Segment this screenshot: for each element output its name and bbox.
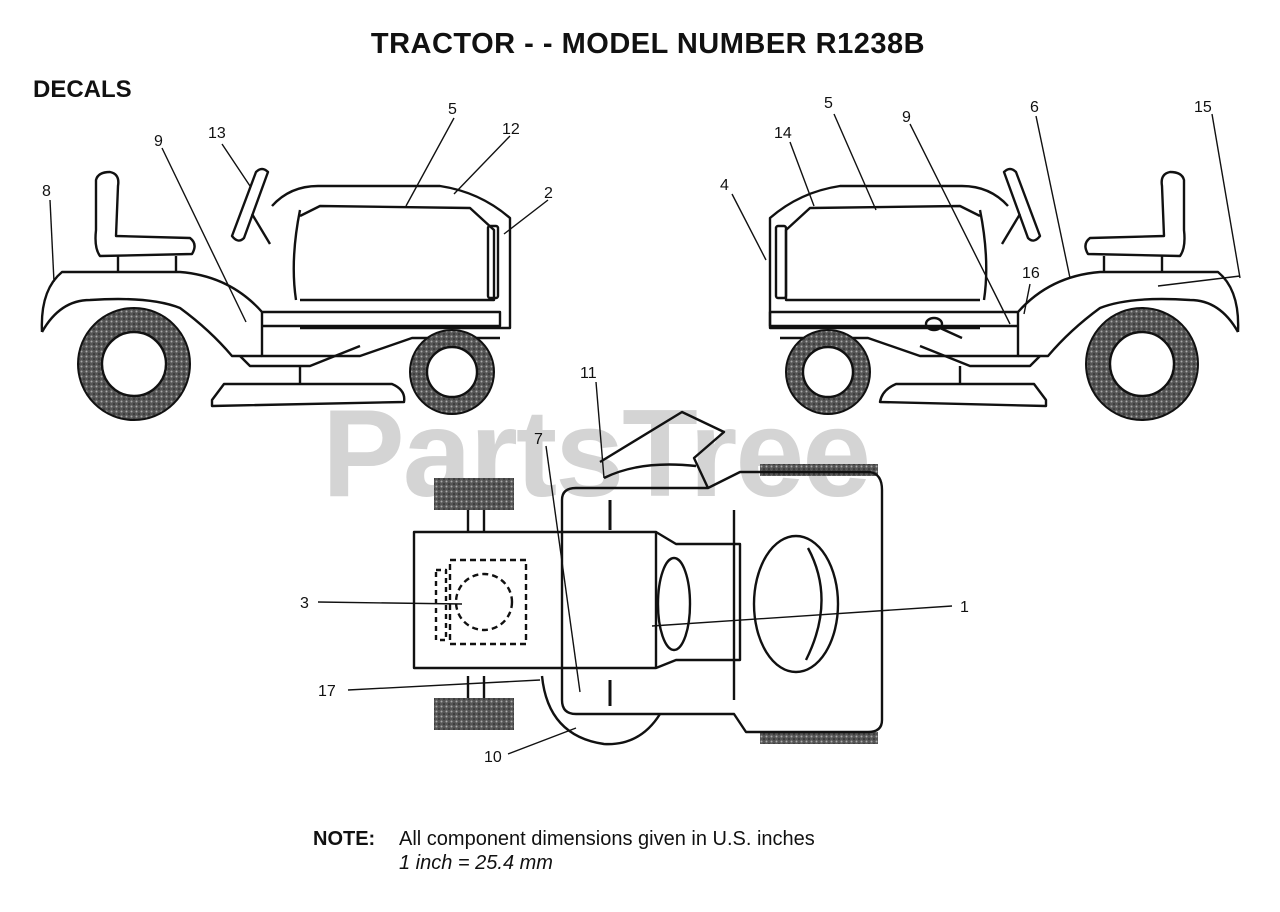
watermark: PartsTree [322,385,871,523]
callout-labels: 8 9 13 5 12 2 4 14 5 9 6 15 16 11 7 3 1 … [42,95,1212,766]
callout-left-2: 2 [544,185,553,202]
callout-left-12: 12 [502,121,520,138]
section-heading: DECALS [33,76,132,103]
callout-top-17: 17 [318,683,336,700]
right-rear-wheel [1085,307,1199,421]
page-title: TRACTOR - - MODEL NUMBER R1238B [370,28,926,60]
callout-left-13: 13 [208,125,226,142]
callout-right-15: 15 [1194,99,1212,116]
callout-top-10: 10 [484,749,502,766]
left-rear-wheel [77,307,191,421]
note-label: NOTE: [313,828,376,850]
note-line-2: 1 inch = 25.4 mm [399,852,553,874]
callout-top-1: 1 [960,599,969,616]
note-block: NOTE: All component dimensions given in U… [313,827,815,875]
left-front-wheel [409,329,495,415]
note-line-1: All component dimensions given in U.S. i… [399,828,815,850]
tractor-right-side-view [768,167,1240,408]
callout-right-16: 16 [1022,265,1040,282]
callout-left-9: 9 [154,133,163,150]
callout-top-3: 3 [300,595,309,612]
right-front-wheel [785,329,871,415]
tractor-top-view [412,410,884,746]
callout-left-8: 8 [42,183,51,200]
callout-right-4: 4 [720,177,729,194]
callout-right-5: 5 [824,95,833,112]
tractor-left-side-view [40,167,512,408]
callout-right-9: 9 [902,109,911,126]
callout-right-6: 6 [1030,99,1039,116]
callout-top-7: 7 [534,431,543,448]
callout-left-5: 5 [448,101,457,118]
callout-right-14: 14 [774,125,792,142]
callout-top-11: 11 [580,365,597,382]
callout-leaders [49,113,1241,755]
